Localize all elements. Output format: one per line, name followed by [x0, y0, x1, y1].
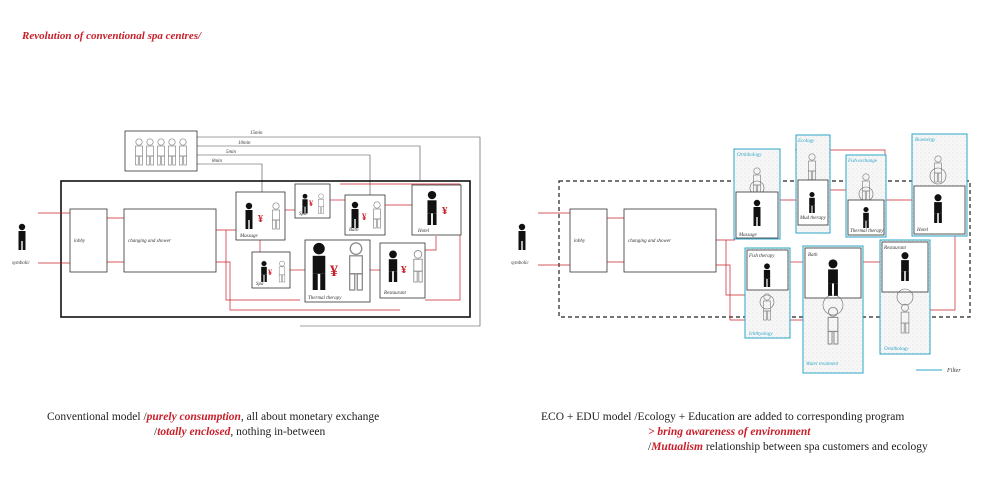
visitor-label: symbolic — [511, 261, 530, 266]
currency-icon: ¥ — [258, 214, 263, 225]
line-label-15min: 15min — [250, 131, 263, 136]
room-bath: Bath — [808, 253, 818, 258]
eco-ichthyology: Ichthyology — [748, 332, 773, 337]
room-thermal: Thermal therapy — [308, 296, 342, 301]
currency-icon: ¥ — [442, 205, 448, 217]
room-mud: Mud therapy — [799, 216, 826, 221]
left-caption-line-2: /totally enclosed, nothing in-between — [154, 426, 326, 438]
currency-icon: ¥ — [362, 212, 367, 222]
eco-bioenergy: Bioenergy — [915, 138, 936, 143]
room-massage: Massage — [239, 234, 259, 239]
room-thermal: Thermal therapy — [850, 229, 884, 234]
line-label-10min: 10min — [238, 141, 251, 146]
eco-water-treatment-1: Water treatment — [806, 362, 839, 367]
filter-legend-label: Filter — [946, 368, 961, 374]
right-caption-line-3: /Mutualism relationship between spa cust… — [648, 441, 928, 453]
currency-icon: ¥ — [330, 263, 338, 280]
page-header: Revolution of conventional spa centres/ — [22, 30, 202, 42]
line-label-5min: 5min — [226, 150, 237, 155]
room-spa-bottom: Spa — [256, 282, 264, 287]
room-fish: Fish therapy — [748, 254, 775, 259]
visitor-label: symbolic — [12, 261, 31, 266]
eco-fish-exchange: Fish exchange — [847, 159, 878, 164]
right-caption-line-1: ECO + EDU model /Ecology + Education are… — [541, 411, 905, 423]
eco-ornithology-2: Ornithology — [884, 347, 909, 352]
room-spa-top: Spa — [299, 212, 307, 217]
currency-icon: ¥ — [309, 199, 313, 208]
currency-icon: ¥ — [268, 268, 272, 277]
currency-icon: ¥ — [401, 264, 407, 276]
room-hotel: Hotel — [916, 228, 929, 233]
left-caption-line-1: Conventional model /purely consumption, … — [47, 411, 380, 423]
room-changing: changing and shower — [628, 239, 671, 244]
room-changing: changing and shower — [128, 239, 171, 244]
room-lobby: lobby — [574, 239, 586, 244]
room-bath: Bath — [349, 228, 359, 233]
right-caption-line-2: > bring awareness of environment — [648, 426, 811, 438]
room-massage: Massage — [738, 233, 758, 238]
room-restaurant: Restaurant — [383, 291, 407, 296]
eco-edu-model-diagram: symbolic lobby changing and shower Ornit… — [511, 133, 971, 374]
room-lobby: lobby — [74, 239, 86, 244]
conventional-model-diagram: 15min 10min 5min 8min symbolic lobby cha… — [12, 130, 481, 327]
visitor-icon — [18, 223, 26, 250]
eco-ecology: Ecology — [797, 139, 815, 144]
line-label-8min: 8min — [212, 159, 223, 164]
room-hotel: Hotel — [417, 229, 430, 234]
enclosure-box — [60, 180, 471, 318]
room-restaurant: Restaurant — [883, 246, 907, 251]
eco-ornithology-1: Ornithology — [737, 153, 762, 158]
visitor-icon — [518, 223, 526, 250]
